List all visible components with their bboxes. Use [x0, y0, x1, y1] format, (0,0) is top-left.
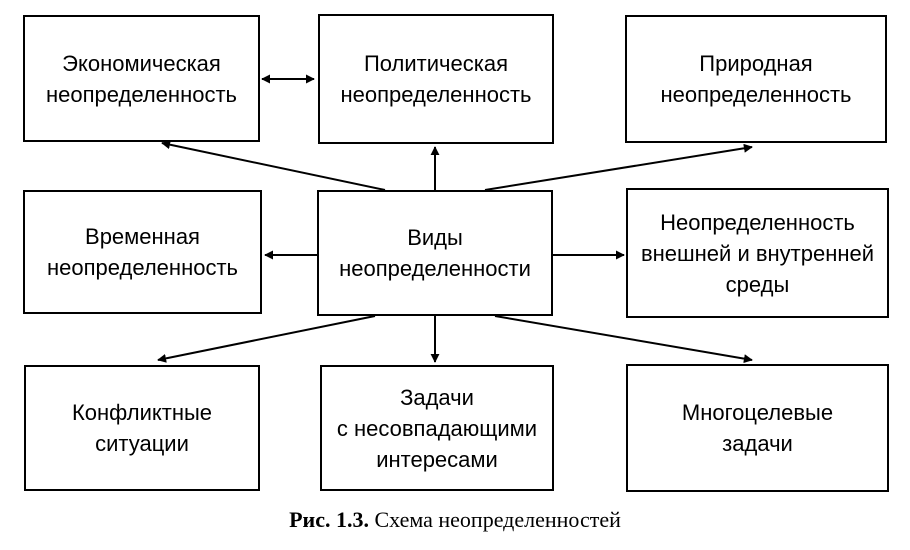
box-multigoal-line-1: Многоцелевые: [681, 400, 834, 425]
box-conflict-line-1: Конфликтные: [71, 400, 213, 425]
box-tasks-line-2: с несовпадающими: [336, 415, 538, 441]
box-political-line-2: неопределенность: [340, 82, 532, 107]
box-natural-line-1: Природная: [699, 51, 813, 76]
arrow-to-economic: [161, 140, 386, 191]
box-temporal: Временная неопределенность: [23, 190, 262, 314]
box-env: Неопределенность внешней и внутренней ср…: [626, 188, 889, 318]
arrow-to-natural: [484, 143, 753, 191]
box-natural: Природная неопределенность: [625, 15, 887, 143]
box-conflict-line-2: ситуации: [95, 431, 189, 456]
box-economic-line-1: Экономическая: [62, 50, 221, 76]
box-temporal-line-1: Временная: [85, 224, 200, 249]
box-multigoal: Многоцелевые задачи: [626, 364, 889, 492]
box-political-line-1: Политическая: [363, 51, 508, 76]
box-economic: Экономическая неопределенность: [23, 15, 260, 142]
box-center-line-2: неопределенности: [339, 256, 531, 281]
box-political: Политическая неопределенность: [318, 14, 554, 144]
box-tasks-line-3: интересами: [376, 446, 498, 472]
box-multigoal-line-2: задачи: [722, 431, 793, 456]
box-natural-line-2: неопределенность: [660, 82, 852, 107]
box-env-line-3: среды: [725, 271, 790, 297]
box-center: Виды неопределенности: [317, 190, 553, 316]
box-env-line-2: внешней и внутренней: [640, 240, 875, 266]
box-tasks: Задачи с несовпадающими интересами: [320, 365, 554, 491]
arrow-to-multigoal: [494, 315, 753, 364]
box-center-line-1: Виды: [407, 225, 463, 250]
box-temporal-line-2: неопределенность: [46, 255, 238, 280]
box-env-line-1: Неопределенность: [660, 209, 855, 235]
arrow-to-conflict: [157, 315, 376, 363]
figure-caption-text: Схема неопределенностей: [374, 507, 621, 532]
figure-caption: Рис. 1.3. Схема неопределенностей: [0, 507, 910, 533]
box-economic-line-2: неопределенность: [45, 81, 237, 107]
box-tasks-line-1: Задачи: [400, 384, 474, 410]
figure-caption-label: Рис. 1.3.: [289, 507, 369, 532]
box-conflict: Конфликтные ситуации: [24, 365, 260, 491]
